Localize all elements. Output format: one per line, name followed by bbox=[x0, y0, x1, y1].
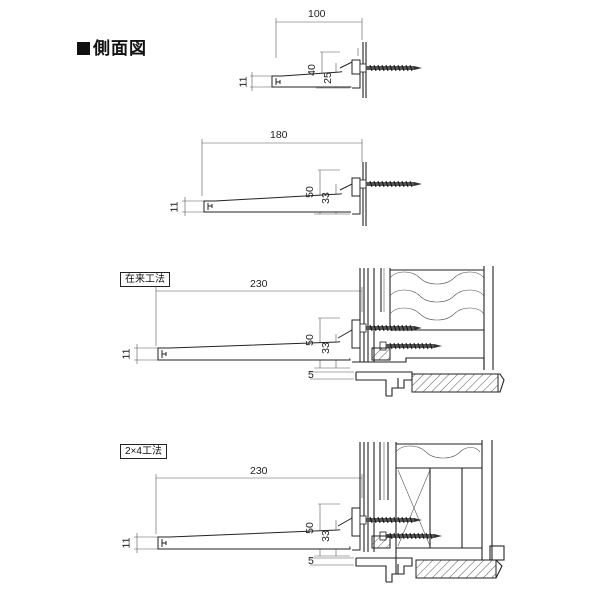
page-title: 側面図 bbox=[77, 34, 147, 59]
title-text: 側面図 bbox=[93, 39, 147, 59]
figure-2 bbox=[182, 139, 423, 226]
fig4-gap-label: 5 bbox=[308, 555, 314, 567]
fig4-width-label: 230 bbox=[250, 465, 268, 477]
fig3-inner-height-label: 33 bbox=[319, 342, 332, 354]
fig4-thickness-label: 11 bbox=[120, 537, 133, 549]
fig1-thickness-label: 11 bbox=[237, 76, 250, 88]
fig2-width-label: 180 bbox=[270, 129, 288, 141]
fig2-inner-height-label: 33 bbox=[319, 192, 332, 204]
fig4-outer-height-label: 50 bbox=[303, 522, 316, 534]
figure-1 bbox=[250, 18, 423, 98]
fig3-gap-label: 5 bbox=[308, 369, 314, 381]
fig1-outer-height-label: 40 bbox=[305, 64, 318, 76]
figure-4 bbox=[134, 440, 505, 583]
fig3-outer-height-label: 50 bbox=[303, 334, 316, 346]
figure-3 bbox=[134, 266, 505, 397]
fig2-outer-height-label: 50 bbox=[303, 186, 316, 198]
method-tag-2x4: 2×4工法 bbox=[120, 444, 167, 459]
fig1-inner-height-label: 25 bbox=[321, 72, 334, 84]
fig3-width-label: 230 bbox=[250, 278, 268, 290]
fig2-thickness-label: 11 bbox=[168, 201, 181, 213]
method-tag-conventional: 在来工法 bbox=[120, 272, 170, 287]
fig4-inner-height-label: 33 bbox=[319, 530, 332, 542]
square-bullet-icon bbox=[77, 42, 90, 55]
fig1-width-label: 100 bbox=[308, 8, 326, 20]
fig3-thickness-label: 11 bbox=[120, 348, 133, 360]
